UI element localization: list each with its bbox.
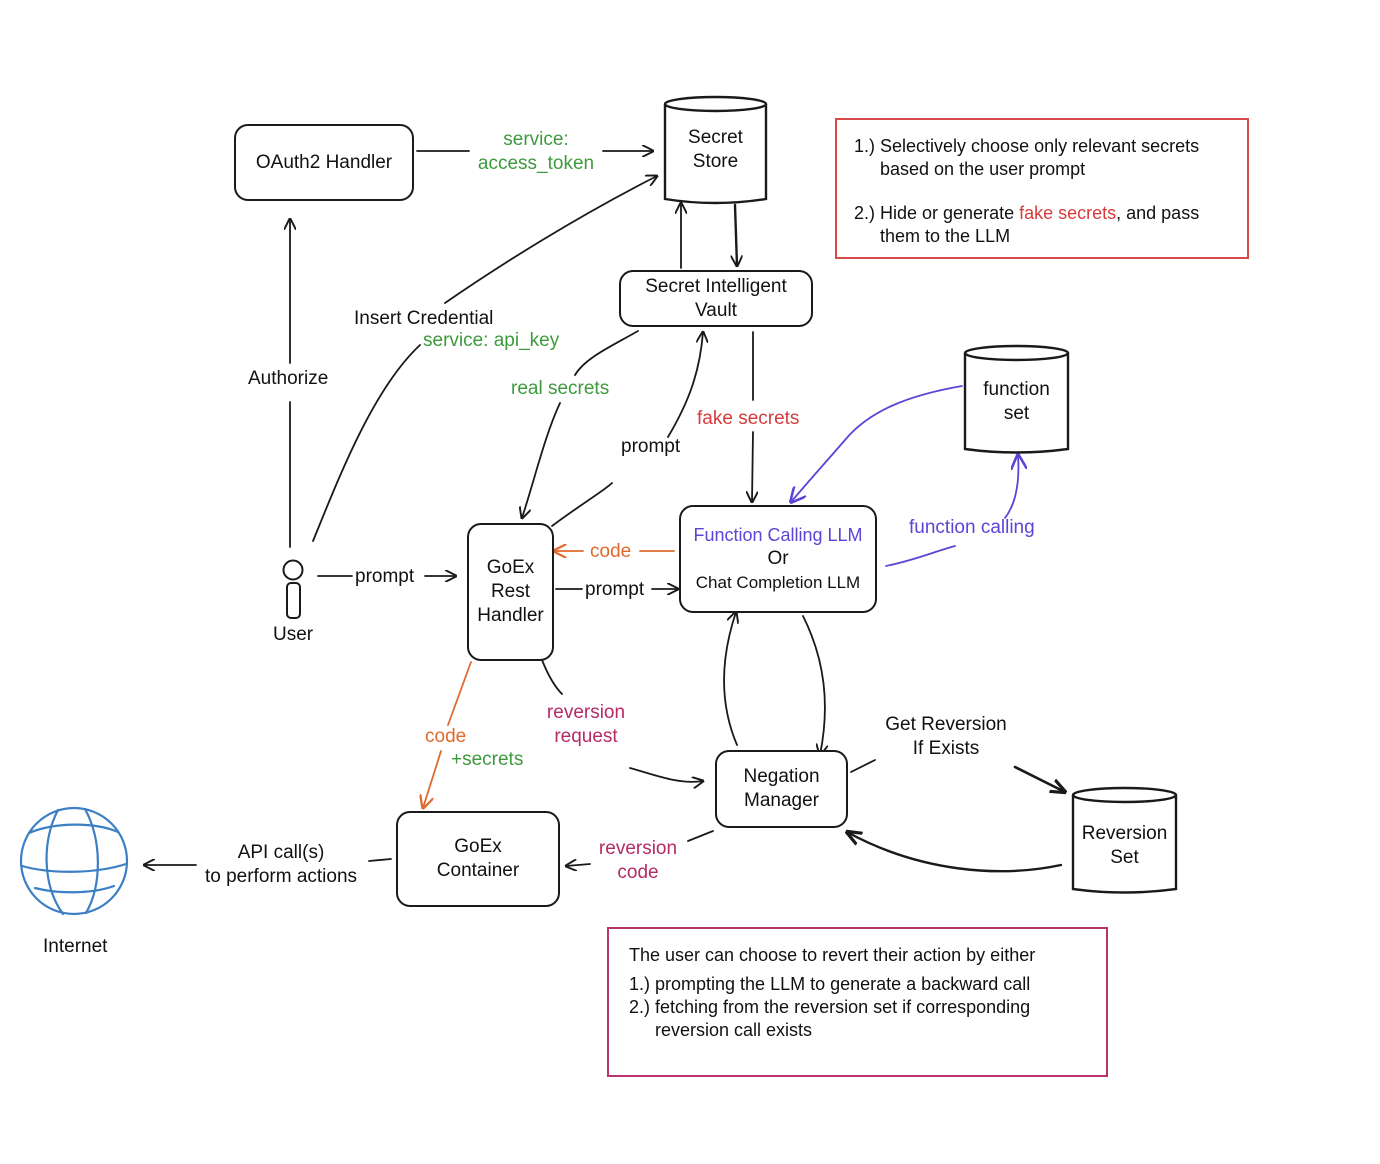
secrets-note-item-2-number: 2.) — [854, 203, 876, 223]
api-calls-label: API call(s) to perform actions — [193, 841, 369, 889]
reversion-set-to-negation-arrow — [847, 832, 1063, 873]
vault-label-line2: Vault — [695, 299, 737, 321]
handler-label-line2: Rest — [490, 581, 531, 602]
access-token-label-line2: access_token — [477, 153, 595, 174]
llm-box: Function Calling LLM Or Chat Completion … — [679, 505, 877, 613]
secrets-note-item-2: 2.) Hide or generate fake secrets, and p… — [854, 202, 1231, 248]
reversion-set-cylinder — [1071, 786, 1178, 894]
revert-note-item-1-number: 1.) — [629, 974, 651, 994]
authorize-label: Authorize — [248, 368, 329, 389]
revert-note-item-1-text: prompting the LLM to generate a backward… — [655, 974, 1031, 994]
secrets-note-box: 1.) Selectively choose only relevant sec… — [835, 118, 1249, 259]
secret-store-label-line1: Secret — [688, 127, 743, 148]
secret-store-label: Secret Store — [665, 118, 766, 182]
reversion-request-label: reversion request — [536, 701, 636, 749]
handler-prompt-label: prompt — [585, 579, 645, 600]
api-calls-label-line1: API call(s) — [237, 842, 325, 863]
reversion-set-label-line2: Set — [1110, 847, 1139, 868]
prompt-to-vault-label: prompt — [621, 436, 681, 457]
negation-label-line1: Negation — [743, 766, 820, 787]
fake-secrets-arrow — [752, 331, 753, 502]
revert-note-item-2: 2.) fetching from the reversion set if c… — [629, 996, 1090, 1042]
negation-manager-box: Negation Manager — [715, 750, 848, 828]
insert-credential-arrow — [312, 176, 657, 542]
function-calling-label: function calling — [909, 517, 1035, 538]
get-reversion-label-line2: If Exists — [912, 738, 980, 759]
get-reversion-label-line1: Get Reversion — [885, 714, 1007, 735]
handler-label-line1: GoEx — [486, 557, 535, 578]
store-to-vault-arrow-down — [735, 203, 737, 266]
code-to-container-arrow — [423, 661, 472, 808]
llm-to-negation-arrow — [802, 615, 825, 755]
secret-store-label-line2: Store — [692, 151, 739, 172]
function-set-cylinder — [963, 344, 1070, 454]
revert-note-item-2-text: fetching from the reversion set if corre… — [655, 997, 1031, 1040]
internet-label: Internet — [43, 936, 108, 957]
goex-container-box: GoEx Container — [396, 811, 560, 907]
revert-note-box: The user can choose to revert their acti… — [607, 927, 1108, 1077]
api-key-label: service: api_key — [423, 330, 560, 351]
secrets-note-item-2-text-before: Hide or generate — [880, 203, 1020, 223]
fake-secrets-label: fake secrets — [697, 408, 800, 429]
get-reversion-arrow — [1013, 765, 1065, 792]
secrets-note-item-1: 1.) Selectively choose only relevant sec… — [854, 135, 1231, 181]
reversion-code-label-line1: reversion — [598, 838, 678, 859]
secrets-note-item-2-text-after: , and pass them to the LLM — [880, 203, 1200, 246]
goex-rest-handler-box: GoEx Rest Handler — [467, 523, 554, 661]
oauth2-handler-box: OAuth2 Handler — [234, 124, 414, 201]
vault-label-line1: Secret Intelligent — [645, 275, 787, 297]
function-set-to-llm-arrow — [791, 385, 963, 502]
function-set-label: function set — [965, 370, 1068, 434]
llm-label-line3: Chat Completion LLM — [695, 573, 861, 592]
internet-globe-icon — [19, 806, 129, 916]
reversion-request-label-line1: reversion — [546, 702, 626, 723]
negation-label-line2: Manager — [744, 790, 819, 811]
reversion-code-label-line2: code — [617, 862, 659, 883]
negation-to-llm-arrow — [723, 612, 737, 746]
user-icon — [282, 559, 304, 619]
reversion-set-label-line1: Reversion — [1081, 823, 1168, 844]
function-set-label-line1: function — [983, 379, 1050, 400]
user-prompt-label: prompt — [355, 566, 415, 587]
get-reversion-line — [850, 759, 876, 773]
get-reversion-label: Get Reversion If Exists — [868, 713, 1024, 761]
reversion-code-label: reversion code — [590, 837, 686, 885]
insert-credential-label: Insert Credential — [354, 308, 494, 329]
reversion-request-label-line2: request — [554, 726, 618, 747]
container-label-line2: Container — [436, 860, 520, 881]
revert-note-item-2-number: 2.) — [629, 997, 651, 1017]
revert-note-intro: The user can choose to revert their acti… — [629, 945, 1036, 965]
access-token-label: service: access_token — [462, 128, 610, 176]
llm-label-line1: Function Calling LLM — [693, 525, 863, 545]
plus-secrets-label: +secrets — [451, 749, 524, 770]
code-back-label: code — [590, 541, 632, 562]
real-secrets-arrow — [522, 330, 639, 518]
secret-intelligent-vault-box: Secret Intelligent Vault — [619, 270, 813, 327]
function-set-label-line2: set — [1003, 403, 1030, 424]
secrets-note-fake-secrets-highlight: fake secrets — [1019, 203, 1117, 223]
api-calls-arrow — [144, 859, 392, 865]
secret-store-cylinder — [663, 95, 768, 205]
code-label: code — [425, 726, 467, 747]
handler-label-line3: Handler — [477, 605, 544, 626]
revert-note-item-1: 1.) prompting the LLM to generate a back… — [629, 973, 1090, 996]
user-label: User — [273, 624, 314, 645]
secrets-note-item-1-text: Selectively choose only relevant secrets… — [880, 136, 1200, 179]
container-label-line1: GoEx — [454, 836, 502, 857]
reversion-request-arrow — [541, 659, 703, 782]
reversion-set-label: Reversion Set — [1073, 814, 1176, 878]
prompt-to-vault-arrow — [551, 332, 703, 527]
secrets-note-item-1-number: 1.) — [854, 136, 876, 156]
reversion-code-arrow — [566, 830, 714, 866]
api-calls-label-line2: to perform actions — [204, 866, 358, 887]
oauth2-handler-label: OAuth2 Handler — [255, 151, 393, 173]
access-token-label-line1: service: — [503, 129, 569, 150]
llm-label-line2: Or — [767, 548, 789, 569]
real-secrets-label: real secrets — [511, 378, 610, 399]
function-calling-arrow — [885, 455, 1018, 567]
